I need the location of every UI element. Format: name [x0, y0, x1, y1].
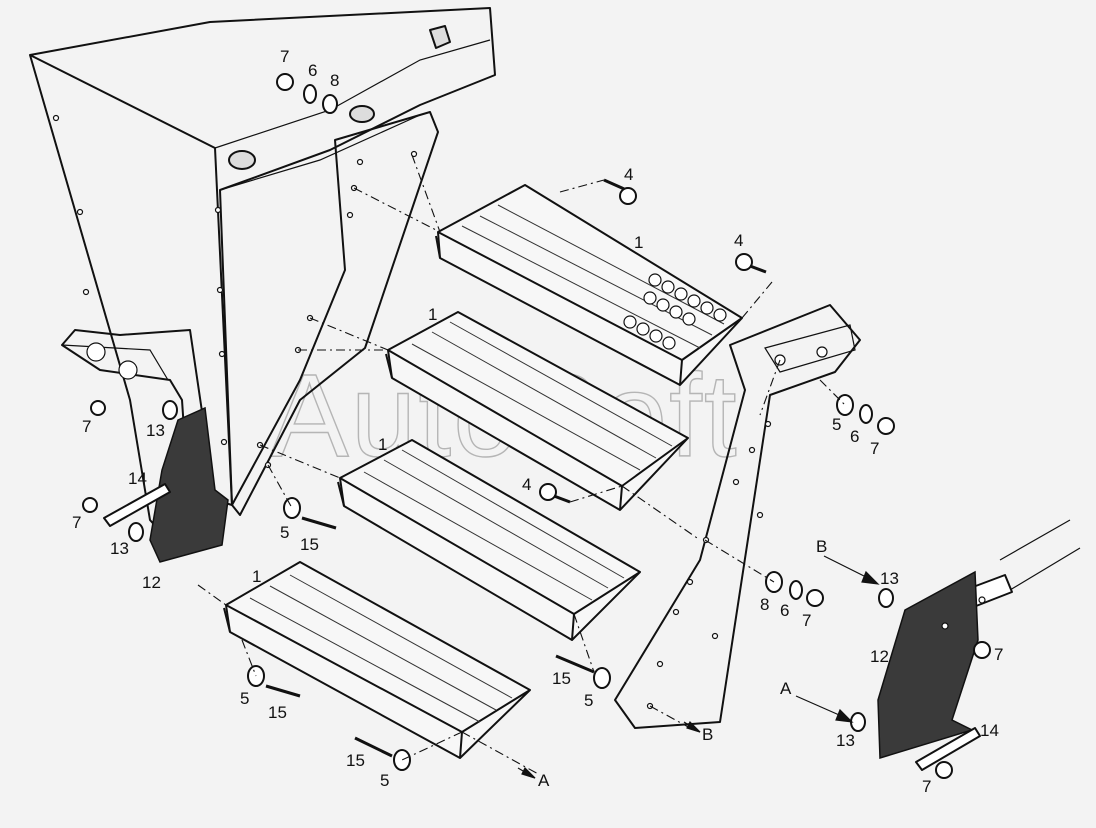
callout-5: 5	[240, 689, 249, 708]
callout-15: 15	[552, 669, 571, 688]
callout-7: 7	[82, 417, 91, 436]
callout-12: 12	[870, 647, 889, 666]
callout-6: 6	[850, 427, 859, 446]
right-bracket-detail	[877, 519, 1081, 760]
callout-4: 4	[522, 475, 531, 494]
callout-6: 6	[308, 61, 317, 80]
left-stringer	[231, 111, 439, 516]
callout-7: 7	[280, 47, 289, 66]
left-strip	[103, 483, 171, 527]
callout-5: 5	[832, 415, 841, 434]
callout-7: 7	[870, 439, 879, 458]
right-stringer	[614, 304, 861, 729]
callout-1: 1	[252, 567, 261, 586]
callout-12: 12	[142, 573, 161, 592]
step-second	[385, 311, 689, 511]
callout-13: 13	[880, 569, 899, 588]
hardware	[82, 73, 991, 779]
right-strip	[915, 727, 981, 771]
callout-4: 4	[734, 231, 743, 250]
callout-13: 13	[836, 731, 855, 750]
callout-15: 15	[346, 751, 365, 770]
step-top-grip-holes	[623, 273, 727, 350]
view-markers: A B B A	[538, 537, 827, 790]
cab-side-panel	[29, 7, 496, 549]
callout-15: 15	[268, 703, 287, 722]
callout-14: 14	[128, 469, 147, 488]
callout-7: 7	[922, 777, 931, 796]
centerlines	[197, 154, 846, 776]
callout-7: 7	[994, 645, 1003, 664]
view-marker-b: B	[702, 725, 713, 744]
callout-1: 1	[378, 435, 387, 454]
callout-7: 7	[802, 611, 811, 630]
callout-5: 5	[280, 523, 289, 542]
callout-labels: 7 6 8 4 1 4 1 7 13 1 5 6 7 14 4 7 5 13 1…	[72, 47, 1003, 796]
callout-15: 15	[300, 535, 319, 554]
callout-13: 13	[146, 421, 165, 440]
step-top	[435, 184, 743, 386]
view-arrows	[517, 555, 880, 779]
callout-13: 13	[110, 539, 129, 558]
callout-5: 5	[584, 691, 593, 710]
callout-14: 14	[980, 721, 999, 740]
callout-1: 1	[634, 233, 643, 252]
callout-4: 4	[624, 165, 633, 184]
view-marker-a: A	[538, 771, 550, 790]
view-marker-b: B	[816, 537, 827, 556]
callout-8: 8	[760, 595, 769, 614]
view-marker-a: A	[780, 679, 792, 698]
callout-7: 7	[72, 513, 81, 532]
callout-8: 8	[330, 71, 339, 90]
callout-1: 1	[428, 305, 437, 324]
step-bottom	[223, 561, 531, 759]
callout-6: 6	[780, 601, 789, 620]
callout-5: 5	[380, 771, 389, 790]
